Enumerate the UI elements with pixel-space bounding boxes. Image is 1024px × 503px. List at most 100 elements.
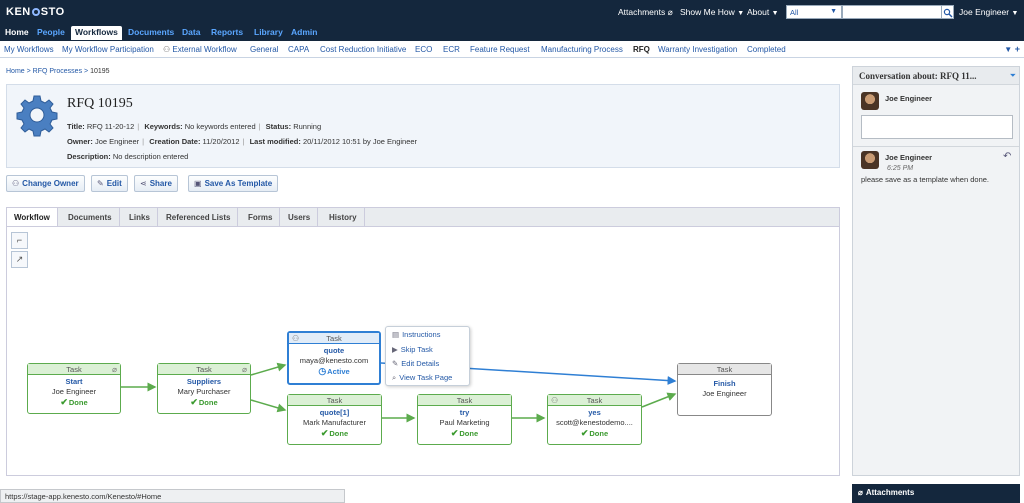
- menu-item-edit-details[interactable]: ✎Edit Details: [392, 359, 439, 368]
- task-header-label: Task: [586, 396, 603, 405]
- tab-history[interactable]: History: [322, 208, 365, 227]
- pencil-icon: ✎: [392, 359, 399, 368]
- arrow-tool-button[interactable]: ↗: [11, 251, 28, 268]
- task-status: ✔Done: [548, 428, 641, 439]
- task-node-quote[interactable]: ⚇Task quote maya@kenesto.com ◷Active: [287, 331, 381, 385]
- task-header-label: Task: [716, 365, 733, 374]
- task-name[interactable]: Start: [65, 377, 83, 386]
- task-status-label: Done: [329, 429, 349, 438]
- paperclip-icon[interactable]: ⌀: [112, 365, 117, 374]
- comment-input[interactable]: [861, 115, 1013, 139]
- task-name[interactable]: try: [459, 408, 470, 417]
- filter-icon[interactable]: ⏷: [1009, 71, 1016, 80]
- edit-button[interactable]: ✎Edit: [91, 175, 128, 192]
- status-value: Running: [293, 122, 322, 131]
- share-button[interactable]: ⋖Share: [134, 175, 178, 192]
- attachments-bar[interactable]: ⌀Attachments: [852, 484, 1020, 503]
- subnav-rfq[interactable]: RFQ: [633, 45, 650, 54]
- magnifier-icon: ⌕: [392, 373, 397, 382]
- process-meta-line-1: Title: RFQ 11-20-12| Keywords: No keywor…: [67, 122, 321, 131]
- skip-icon: ▶: [392, 345, 398, 354]
- subnav-warranty-investigation[interactable]: Warranty Investigation: [658, 45, 738, 54]
- task-header-label: Task: [326, 396, 343, 405]
- nav-data[interactable]: Data: [182, 27, 201, 37]
- subnav-my-workflow-participation[interactable]: My Workflow Participation: [62, 45, 154, 54]
- change-owner-button[interactable]: ⚇Change Owner: [6, 175, 85, 192]
- search-scope-select[interactable]: All▼: [786, 5, 842, 19]
- task-node-try[interactable]: Task try Paul Marketing ✔Done: [417, 394, 512, 445]
- change-owner-label: Change Owner: [22, 179, 79, 188]
- workflow-canvas[interactable]: ⌐ ↗ Task⌀ Start Joe Engineer ✔Done Task⌀…: [6, 226, 840, 476]
- attachments-link-label: Attachments: [618, 7, 666, 17]
- breadcrumb-home[interactable]: Home: [6, 68, 25, 75]
- connector-tool-button[interactable]: ⌐: [11, 232, 28, 249]
- subnav-external-workflow[interactable]: ⚇ External Workflow: [163, 45, 237, 54]
- nav-library[interactable]: Library: [254, 27, 283, 37]
- show-me-how-menu[interactable]: Show Me How ▼: [680, 7, 744, 17]
- subnav-manufacturing-process[interactable]: Manufacturing Process: [541, 45, 623, 54]
- task-name[interactable]: yes: [588, 408, 601, 417]
- user-menu[interactable]: Joe Engineer ▼: [959, 7, 1018, 17]
- task-node-start[interactable]: Task⌀ Start Joe Engineer ✔Done: [27, 363, 121, 414]
- nav-admin[interactable]: Admin: [291, 27, 318, 37]
- connector-suppliers-quote: [250, 362, 287, 376]
- subnav-my-workflows[interactable]: My Workflows: [4, 45, 54, 54]
- paperclip-icon[interactable]: ⌀: [242, 365, 247, 374]
- caret-down-icon[interactable]: ▼: [1004, 45, 1013, 54]
- nav-reports[interactable]: Reports: [211, 27, 244, 37]
- attachments-link[interactable]: Attachments ⌀: [618, 7, 673, 18]
- show-me-how-label: Show Me How: [680, 7, 735, 17]
- search-input[interactable]: [842, 5, 942, 19]
- menu-item-instructions[interactable]: ▤Instructions: [392, 330, 440, 339]
- checkmark-icon: ✔: [190, 397, 198, 407]
- menu-item-label: Edit Details: [401, 359, 440, 368]
- subnav-general[interactable]: General: [250, 45, 279, 54]
- tab-referenced-lists[interactable]: Referenced Lists: [159, 208, 239, 227]
- nav-workflows[interactable]: Workflows: [71, 26, 122, 40]
- tab-workflow[interactable]: Workflow: [7, 208, 58, 228]
- save-as-template-label: Save As Template: [204, 179, 273, 188]
- tab-users[interactable]: Users: [281, 208, 319, 227]
- tab-links[interactable]: Links: [122, 208, 158, 227]
- task-node-suppliers[interactable]: Task⌀ Suppliers Mary Purchaser ✔Done: [157, 363, 251, 414]
- save-as-template-button[interactable]: ▣Save As Template: [188, 175, 279, 192]
- subnav-completed[interactable]: Completed: [747, 45, 786, 54]
- search-button[interactable]: [942, 5, 954, 19]
- about-menu[interactable]: About ▼: [747, 7, 779, 17]
- task-status: ✔Done: [158, 397, 250, 408]
- menu-item-view-task-page[interactable]: ⌕View Task Page: [392, 373, 452, 383]
- connector-yes-finish: [641, 392, 677, 408]
- task-header: Task: [288, 395, 381, 406]
- message-text: please save as a template when done.: [861, 175, 990, 184]
- task-name[interactable]: Suppliers: [186, 377, 222, 386]
- search-scope-value: All: [790, 8, 799, 17]
- task-header: Task⌀: [158, 364, 250, 375]
- plus-icon[interactable]: +: [1014, 44, 1020, 54]
- task-node-finish[interactable]: Task Finish Joe Engineer: [677, 363, 772, 416]
- subnav-tools: ▼ +: [1004, 44, 1020, 54]
- message-user-name: Joe Engineer: [885, 153, 933, 162]
- menu-item-skip-task[interactable]: ▶Skip Task: [392, 345, 433, 354]
- task-name[interactable]: quote: [323, 346, 345, 355]
- nav-home[interactable]: Home: [5, 27, 29, 37]
- task-node-yes[interactable]: ⚇Task yes scott@kenestodemo.... ✔Done: [547, 394, 642, 445]
- task-status-label: Done: [68, 398, 88, 407]
- subnav-feature-request[interactable]: Feature Request: [470, 45, 530, 54]
- tab-forms[interactable]: Forms: [241, 208, 281, 227]
- subnav-cost-reduction[interactable]: Cost Reduction Initiative: [320, 45, 407, 54]
- subnav-eco[interactable]: ECO: [415, 45, 433, 54]
- subnav-ecr[interactable]: ECR: [443, 45, 460, 54]
- tab-documents[interactable]: Documents: [61, 208, 120, 227]
- user-menu-label: Joe Engineer: [959, 7, 1010, 17]
- breadcrumb-rfq-processes[interactable]: RFQ Processes: [32, 68, 83, 75]
- task-node-quote-1[interactable]: Task quote[1] Mark Manufacturer ✔Done: [287, 394, 382, 445]
- last-modified-value: 20/11/2012 10:51 by Joe Engineer: [302, 137, 418, 146]
- subnav-capa[interactable]: CAPA: [288, 45, 310, 54]
- nav-documents[interactable]: Documents: [128, 27, 175, 37]
- owner-value: Joe Engineer: [94, 137, 140, 146]
- nav-people[interactable]: People: [37, 27, 65, 37]
- reply-icon[interactable]: ↶: [1003, 151, 1012, 162]
- task-name[interactable]: quote[1]: [319, 408, 350, 417]
- task-name[interactable]: Finish: [713, 379, 736, 388]
